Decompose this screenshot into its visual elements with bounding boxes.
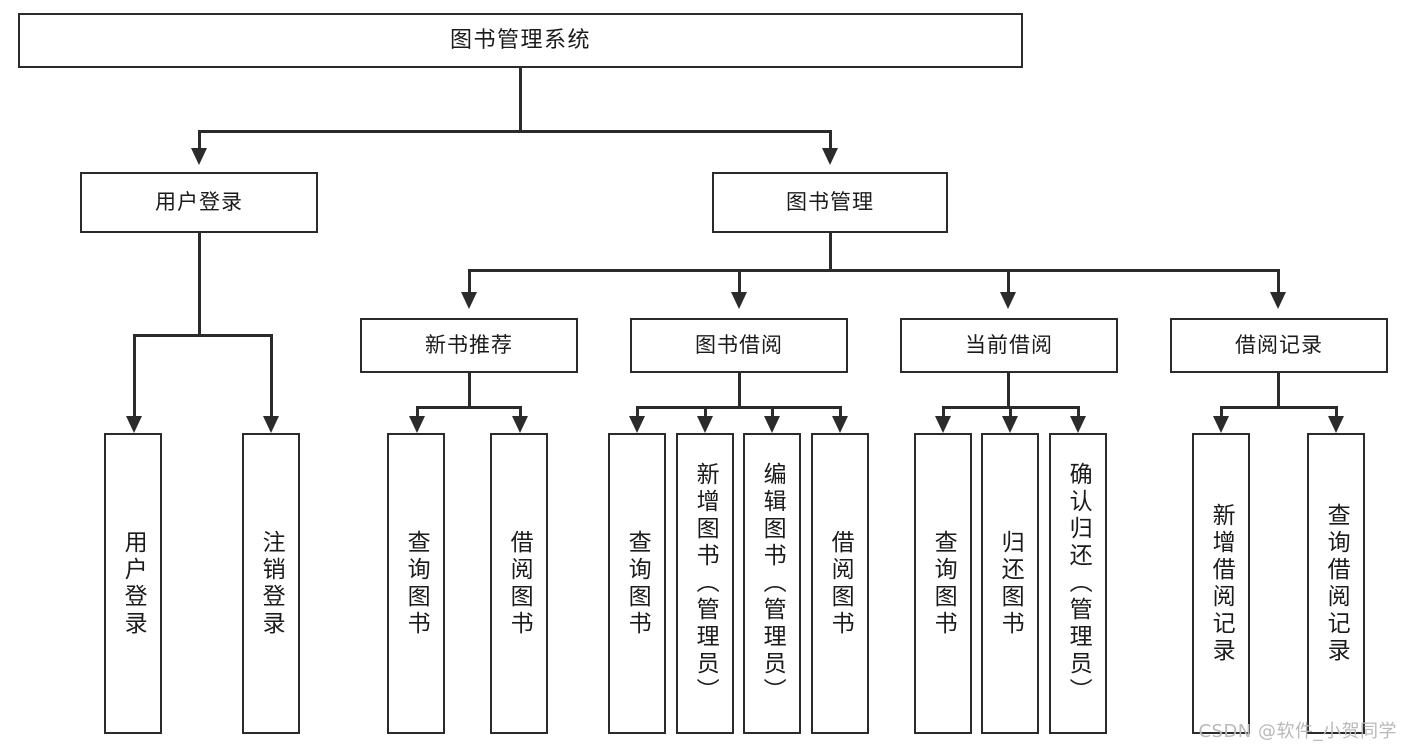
- leaf-bb-query-book[interactable]: 查询图书: [608, 433, 666, 734]
- connector-bb-drop-3: [771, 406, 774, 417]
- connector-level3-drop-1: [468, 269, 471, 293]
- arrowhead-to-bb-leaf-2: [697, 416, 713, 433]
- connector-br-stem: [1277, 373, 1280, 408]
- node-book-borrow[interactable]: 图书借阅: [630, 318, 848, 373]
- connector-level3-drop-3: [1007, 269, 1010, 293]
- node-label: 确认归还（管理员）: [1065, 462, 1092, 705]
- arrowhead-to-cb-leaf-3: [1070, 416, 1086, 433]
- connector-cb-drop-3: [1077, 406, 1080, 417]
- node-label: 查询图书: [624, 529, 651, 638]
- csdn-watermark: CSDN @软件_小贺同学: [1198, 721, 1397, 742]
- leaf-cb-confirm-return-admin[interactable]: 确认归还（管理员）: [1049, 433, 1107, 734]
- connector-level3-drop-2: [738, 269, 741, 293]
- connector-br-bus: [1220, 406, 1337, 409]
- arrowhead-to-new-book-recommend: [461, 292, 477, 309]
- arrowhead-to-cb-leaf-1: [935, 416, 951, 433]
- connector-bb-stem: [738, 373, 741, 408]
- node-label: 借阅记录: [1235, 333, 1323, 358]
- connector-user-login-drop-2: [270, 334, 273, 417]
- connector-cb-drop-2: [1009, 406, 1012, 417]
- connector-root-stem: [519, 68, 522, 132]
- node-label: 用户登录: [155, 190, 243, 215]
- node-label: 查询图书: [403, 529, 430, 638]
- arrowhead-to-bb-leaf-4: [832, 416, 848, 433]
- connector-nbr-drop-2: [519, 406, 522, 417]
- connector-level3-bus: [468, 269, 1279, 272]
- connector-bb-drop-4: [839, 406, 842, 417]
- node-label: 查询图书: [930, 529, 957, 638]
- arrowhead-to-br-leaf-1: [1213, 416, 1229, 433]
- connector-nbr-stem: [468, 373, 471, 408]
- node-new-book-recommend[interactable]: 新书推荐: [360, 318, 578, 373]
- connector-cb-drop-1: [942, 406, 945, 417]
- connector-book-manage-stem: [829, 233, 832, 271]
- node-label: 当前借阅: [965, 333, 1053, 358]
- node-label: 注销登录: [258, 529, 285, 638]
- leaf-nbr-query-book[interactable]: 查询图书: [387, 433, 445, 734]
- leaf-bb-borrow-book[interactable]: 借阅图书: [811, 433, 869, 734]
- connector-br-drop-1: [1220, 406, 1223, 417]
- connector-root-drop-right: [829, 130, 832, 149]
- node-current-borrow[interactable]: 当前借阅: [900, 318, 1118, 373]
- leaf-cb-return-book[interactable]: 归还图书: [981, 433, 1039, 734]
- node-label: 查询借阅记录: [1323, 502, 1350, 665]
- leaf-bb-edit-book-admin[interactable]: 编辑图书（管理员）: [743, 433, 801, 734]
- leaf-user-login[interactable]: 用户登录: [104, 433, 162, 734]
- arrowhead-to-br-leaf-2: [1328, 416, 1344, 433]
- arrowhead-to-nbr-leaf-2: [512, 416, 528, 433]
- node-label: 新增图书（管理员）: [692, 462, 719, 705]
- connector-bb-drop-1: [636, 406, 639, 417]
- arrowhead-to-nbr-leaf-1: [409, 416, 425, 433]
- node-label: 借阅图书: [827, 529, 854, 638]
- connector-root-bus: [198, 130, 830, 133]
- leaf-br-query-record[interactable]: 查询借阅记录: [1307, 433, 1365, 734]
- node-label: 借阅图书: [506, 529, 533, 638]
- arrowhead-to-current-borrow: [1000, 292, 1016, 309]
- arrowhead-to-user-login: [191, 148, 207, 165]
- arrowhead-to-book-borrow: [731, 292, 747, 309]
- connector-bb-drop-2: [704, 406, 707, 417]
- connector-root-drop-left: [198, 130, 201, 149]
- node-label: 编辑图书（管理员）: [759, 462, 786, 705]
- connector-user-login-bus: [133, 334, 272, 337]
- node-label: 图书管理系统: [449, 27, 591, 53]
- connector-user-login-drop-1: [133, 334, 136, 417]
- node-label: 用户登录: [120, 529, 147, 638]
- connector-nbr-bus: [416, 406, 521, 409]
- leaf-br-add-record[interactable]: 新增借阅记录: [1192, 433, 1250, 734]
- leaf-nbr-borrow-book[interactable]: 借阅图书: [490, 433, 548, 734]
- arrowhead-to-borrow-record: [1270, 292, 1286, 309]
- arrowhead-to-cb-leaf-2: [1002, 416, 1018, 433]
- connector-br-drop-2: [1335, 406, 1338, 417]
- connector-nbr-drop-1: [416, 406, 419, 417]
- arrowhead-to-bb-leaf-3: [764, 416, 780, 433]
- connector-user-login-stem: [198, 233, 201, 335]
- connector-bb-bus: [636, 406, 841, 409]
- arrowhead-to-book-manage: [822, 148, 838, 165]
- arrowhead-to-bb-leaf-1: [629, 416, 645, 433]
- arrowhead-to-user-login-leaf: [126, 416, 142, 433]
- node-label: 图书管理: [786, 190, 874, 215]
- leaf-cb-query-book[interactable]: 查询图书: [914, 433, 972, 734]
- node-label: 图书借阅: [695, 333, 783, 358]
- node-book-management[interactable]: 图书管理: [712, 172, 948, 233]
- node-label: 新增借阅记录: [1208, 502, 1235, 665]
- node-label: 归还图书: [997, 529, 1024, 638]
- node-borrow-record[interactable]: 借阅记录: [1170, 318, 1388, 373]
- node-root-system[interactable]: 图书管理系统: [18, 13, 1023, 68]
- leaf-bb-add-book-admin[interactable]: 新增图书（管理员）: [676, 433, 734, 734]
- node-label: 新书推荐: [425, 333, 513, 358]
- connector-level3-drop-4: [1277, 269, 1280, 293]
- connector-cb-stem: [1007, 373, 1010, 408]
- node-user-login[interactable]: 用户登录: [80, 172, 318, 233]
- leaf-logout[interactable]: 注销登录: [242, 433, 300, 734]
- arrowhead-to-logout-leaf: [263, 416, 279, 433]
